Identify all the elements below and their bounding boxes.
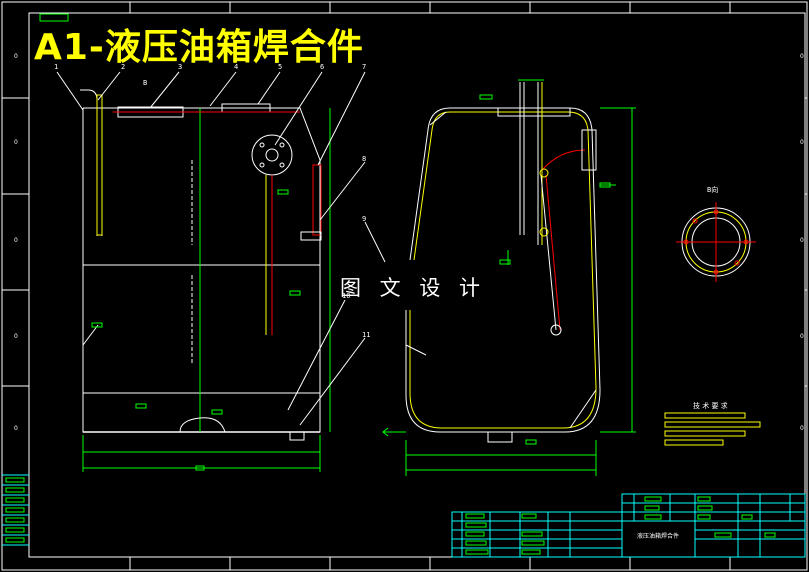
view-label: B向 bbox=[707, 186, 719, 194]
callout-9: 9 bbox=[362, 215, 367, 223]
svg-text:0: 0 bbox=[800, 333, 804, 340]
svg-text:0: 0 bbox=[14, 53, 18, 60]
front-view bbox=[56, 71, 386, 472]
svg-text:0: 0 bbox=[800, 139, 804, 146]
callout-4: 4 bbox=[234, 63, 239, 71]
callout-5: 5 bbox=[278, 63, 283, 71]
drawing-title: A1-液压油箱焊合件 bbox=[34, 27, 364, 68]
svg-text:0: 0 bbox=[14, 333, 18, 340]
callout-10: 10 bbox=[342, 292, 351, 300]
watermark-text: 图 文 设 计 bbox=[340, 276, 487, 300]
svg-text:0: 0 bbox=[800, 425, 804, 432]
side-view bbox=[382, 79, 636, 476]
svg-text:0: 0 bbox=[14, 237, 18, 244]
callout-2: 2 bbox=[121, 63, 126, 71]
tech-requirements-title: 技 术 要 求 bbox=[693, 402, 728, 410]
tech-requirements-lines bbox=[664, 412, 761, 446]
title-block-fields bbox=[5, 477, 776, 555]
callout-7: 7 bbox=[362, 63, 367, 71]
callout-11: 11 bbox=[362, 331, 371, 339]
callout-8: 8 bbox=[362, 155, 367, 163]
title-block-name: 液压油箱焊合件 bbox=[637, 533, 680, 540]
svg-text:0: 0 bbox=[14, 425, 18, 432]
callout-6: 6 bbox=[320, 63, 325, 71]
svg-text:0: 0 bbox=[800, 53, 804, 60]
svg-text:0: 0 bbox=[800, 237, 804, 244]
callout-1: 1 bbox=[54, 63, 59, 71]
frame-tag bbox=[39, 13, 69, 22]
detail-view-b bbox=[676, 202, 756, 282]
svg-text:0: 0 bbox=[14, 139, 18, 146]
title-block bbox=[2, 474, 806, 558]
zone-numbers: 0 0 0 0 0 0 0 0 0 0 bbox=[14, 53, 804, 432]
callout-3: 3 bbox=[178, 63, 183, 71]
section-label: B bbox=[143, 79, 148, 87]
